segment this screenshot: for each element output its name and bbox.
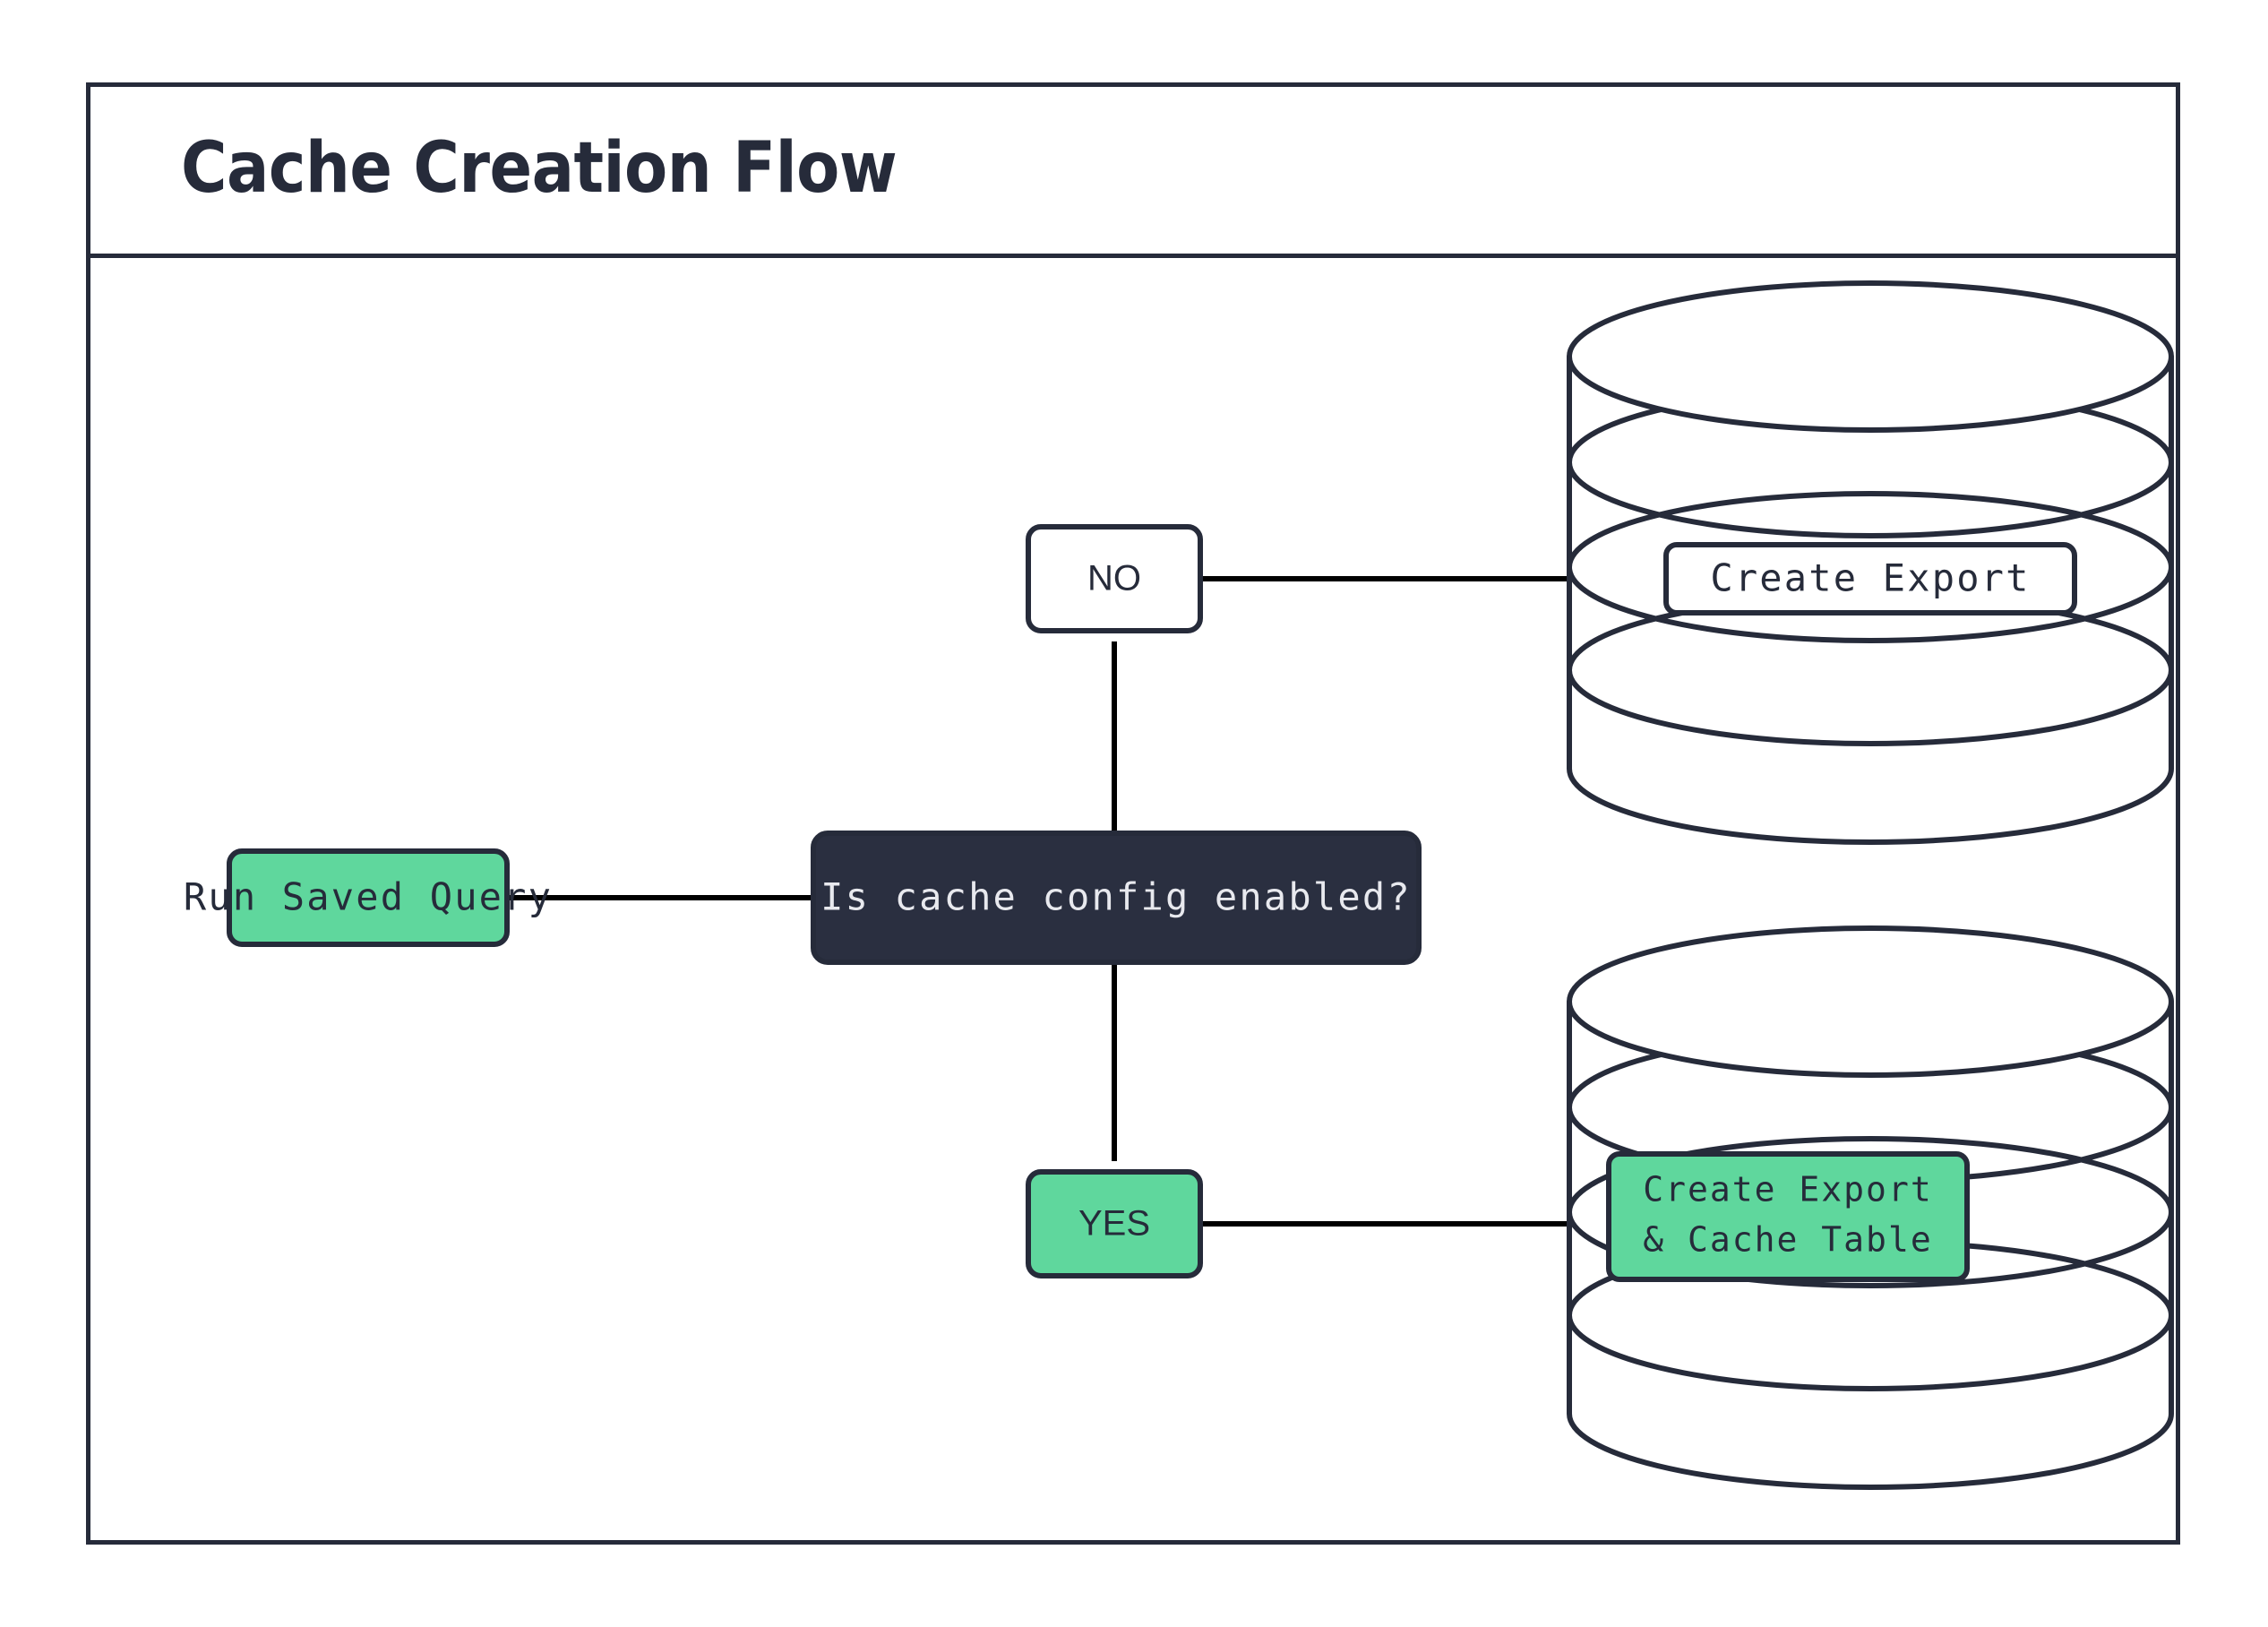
node-export-store[interactable]: Create Export <box>1567 280 2174 845</box>
export-store-disk-top <box>1567 280 2174 433</box>
edge-group <box>507 576 1569 1227</box>
cache-store-label-box <box>1606 1151 1970 1282</box>
cache-store-disk-top <box>1567 925 2174 1078</box>
cache-store-disk-3 <box>1567 1136 2174 1288</box>
diagram-title-bar: Cache Creation Flow <box>86 82 2180 258</box>
page-title: Cache Creation Flow <box>181 127 898 209</box>
cache-store-label-line1: Create Export <box>1643 1170 1932 1209</box>
decision-label: Is cache config enabled? <box>820 875 1412 919</box>
edge-label-yes[interactable]: YES <box>1026 1169 1203 1278</box>
node-decision-cache-config[interactable]: Is cache config enabled? <box>811 831 1422 965</box>
no-label-box <box>1026 524 1203 633</box>
node-run-saved-query[interactable]: Run Saved Query <box>184 848 553 947</box>
run-saved-query-box <box>227 848 510 947</box>
no-label-text: NO <box>1087 559 1141 598</box>
edge-label-no[interactable]: NO <box>1026 524 1203 633</box>
export-store-label-box <box>1663 542 2077 616</box>
export-store-disk-3 <box>1567 491 2174 643</box>
node-cache-store[interactable]: Create Export & Cache Table <box>1567 925 2174 1490</box>
yes-label-text: YES <box>1078 1204 1150 1244</box>
run-saved-query-label: Run Saved Query <box>184 875 553 919</box>
export-store-label: Create Export <box>1710 556 2030 600</box>
flowchart-svg: Create Export Create Export & Cache Tabl… <box>184 280 2174 1490</box>
yes-label-box <box>1026 1169 1203 1278</box>
cache-store-label-line2: & Cache Table <box>1643 1220 1932 1260</box>
decision-box <box>811 831 1422 965</box>
